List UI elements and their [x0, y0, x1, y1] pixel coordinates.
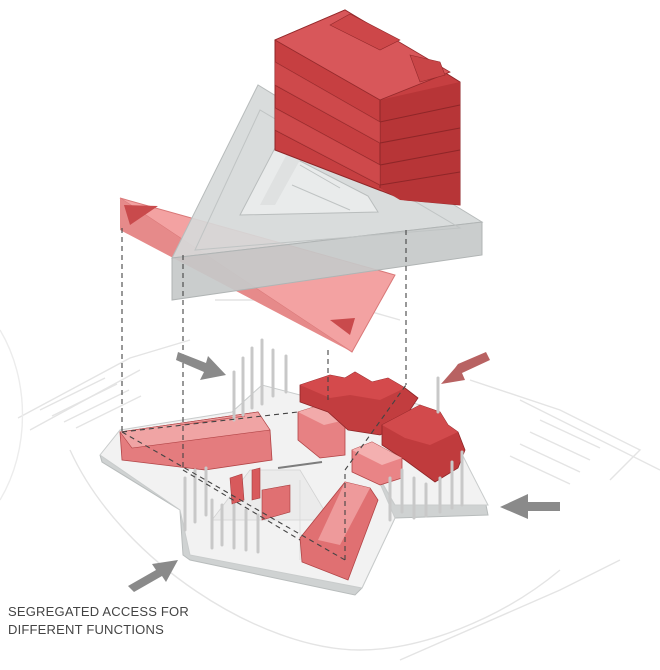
grey-slab: [171, 84, 484, 301]
access-arrows: [128, 352, 560, 592]
access-arrow-icon: [500, 494, 560, 519]
access-arrow-icon: [176, 352, 226, 380]
guide-lines: [121, 228, 407, 561]
access-arrow-icon: [128, 560, 178, 592]
caption-line-2: DIFFERENT FUNCTIONS: [8, 622, 164, 637]
caption: SEGREGATED ACCESS FOR DIFFERENT FUNCTION…: [8, 603, 308, 639]
top-red-tower: [274, 9, 461, 206]
ground-floor-volumes: [119, 371, 466, 581]
columns: [183, 338, 464, 554]
caption-line-1: SEGREGATED ACCESS FOR: [8, 604, 189, 619]
access-arrow-icon: [441, 352, 490, 384]
